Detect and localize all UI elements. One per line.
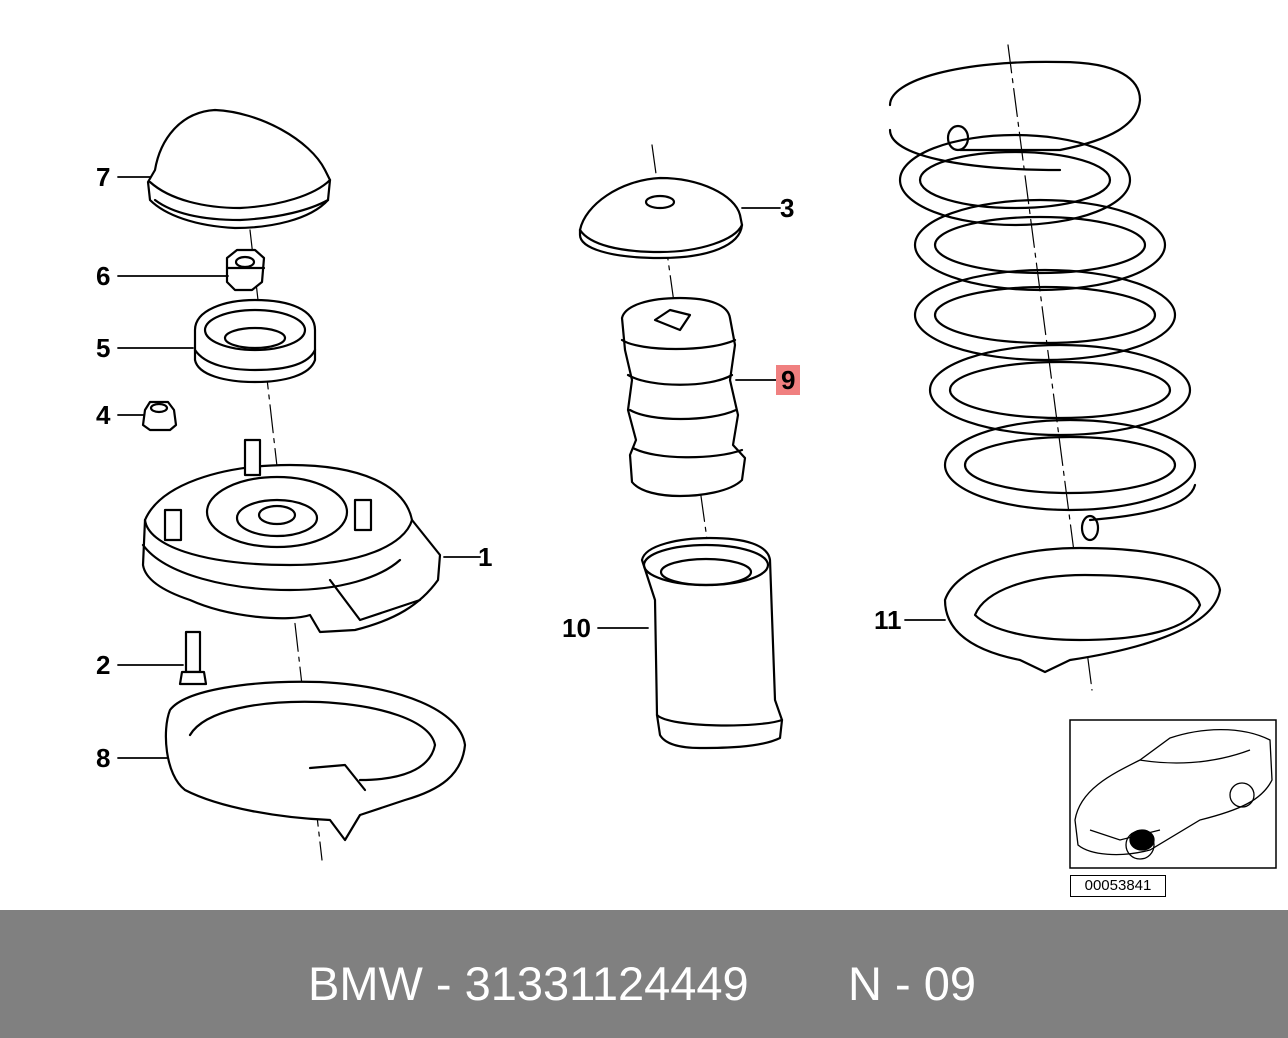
car-location-inset bbox=[1069, 719, 1277, 869]
callout-4: 4 bbox=[96, 400, 111, 430]
callout-2: 2 bbox=[96, 650, 111, 680]
part-5-support-bearing bbox=[193, 298, 317, 384]
callout-3: 3 bbox=[780, 193, 795, 223]
footer-brand-part-number: BMW - 31331124449 bbox=[308, 957, 749, 1010]
part-8-spring-pad bbox=[164, 680, 467, 842]
part-11-coil-spring bbox=[888, 60, 1197, 542]
part-6-nut bbox=[225, 248, 266, 292]
part-7-dust-cap bbox=[146, 108, 332, 230]
part-9-bump-stop bbox=[620, 296, 747, 498]
part-2-bolt bbox=[178, 630, 208, 686]
part-11-lower-spring-pad bbox=[943, 546, 1222, 674]
footer-bar: BMW - 31331124449 N - 09 bbox=[0, 910, 1288, 1038]
callout-9-highlighted[interactable]: 9 bbox=[776, 365, 801, 395]
footer-position-code: N - 09 bbox=[848, 957, 976, 1010]
part-3-support-disc bbox=[578, 176, 744, 260]
callout-8: 8 bbox=[96, 743, 111, 773]
callout-7: 7 bbox=[96, 162, 111, 192]
part-1-strut-mount bbox=[141, 438, 442, 634]
callout-5: 5 bbox=[96, 333, 111, 363]
callout-1: 1 bbox=[478, 542, 493, 572]
part-10-protection-tube bbox=[640, 536, 784, 750]
callout-6: 6 bbox=[96, 261, 111, 291]
part-4-collar-nut bbox=[141, 400, 178, 432]
callout-11: 11 bbox=[874, 605, 902, 635]
diagram-reference-code: 00053841 bbox=[1070, 875, 1166, 897]
exploded-parts-diagram bbox=[117, 44, 1277, 869]
callout-10: 10 bbox=[562, 613, 591, 643]
